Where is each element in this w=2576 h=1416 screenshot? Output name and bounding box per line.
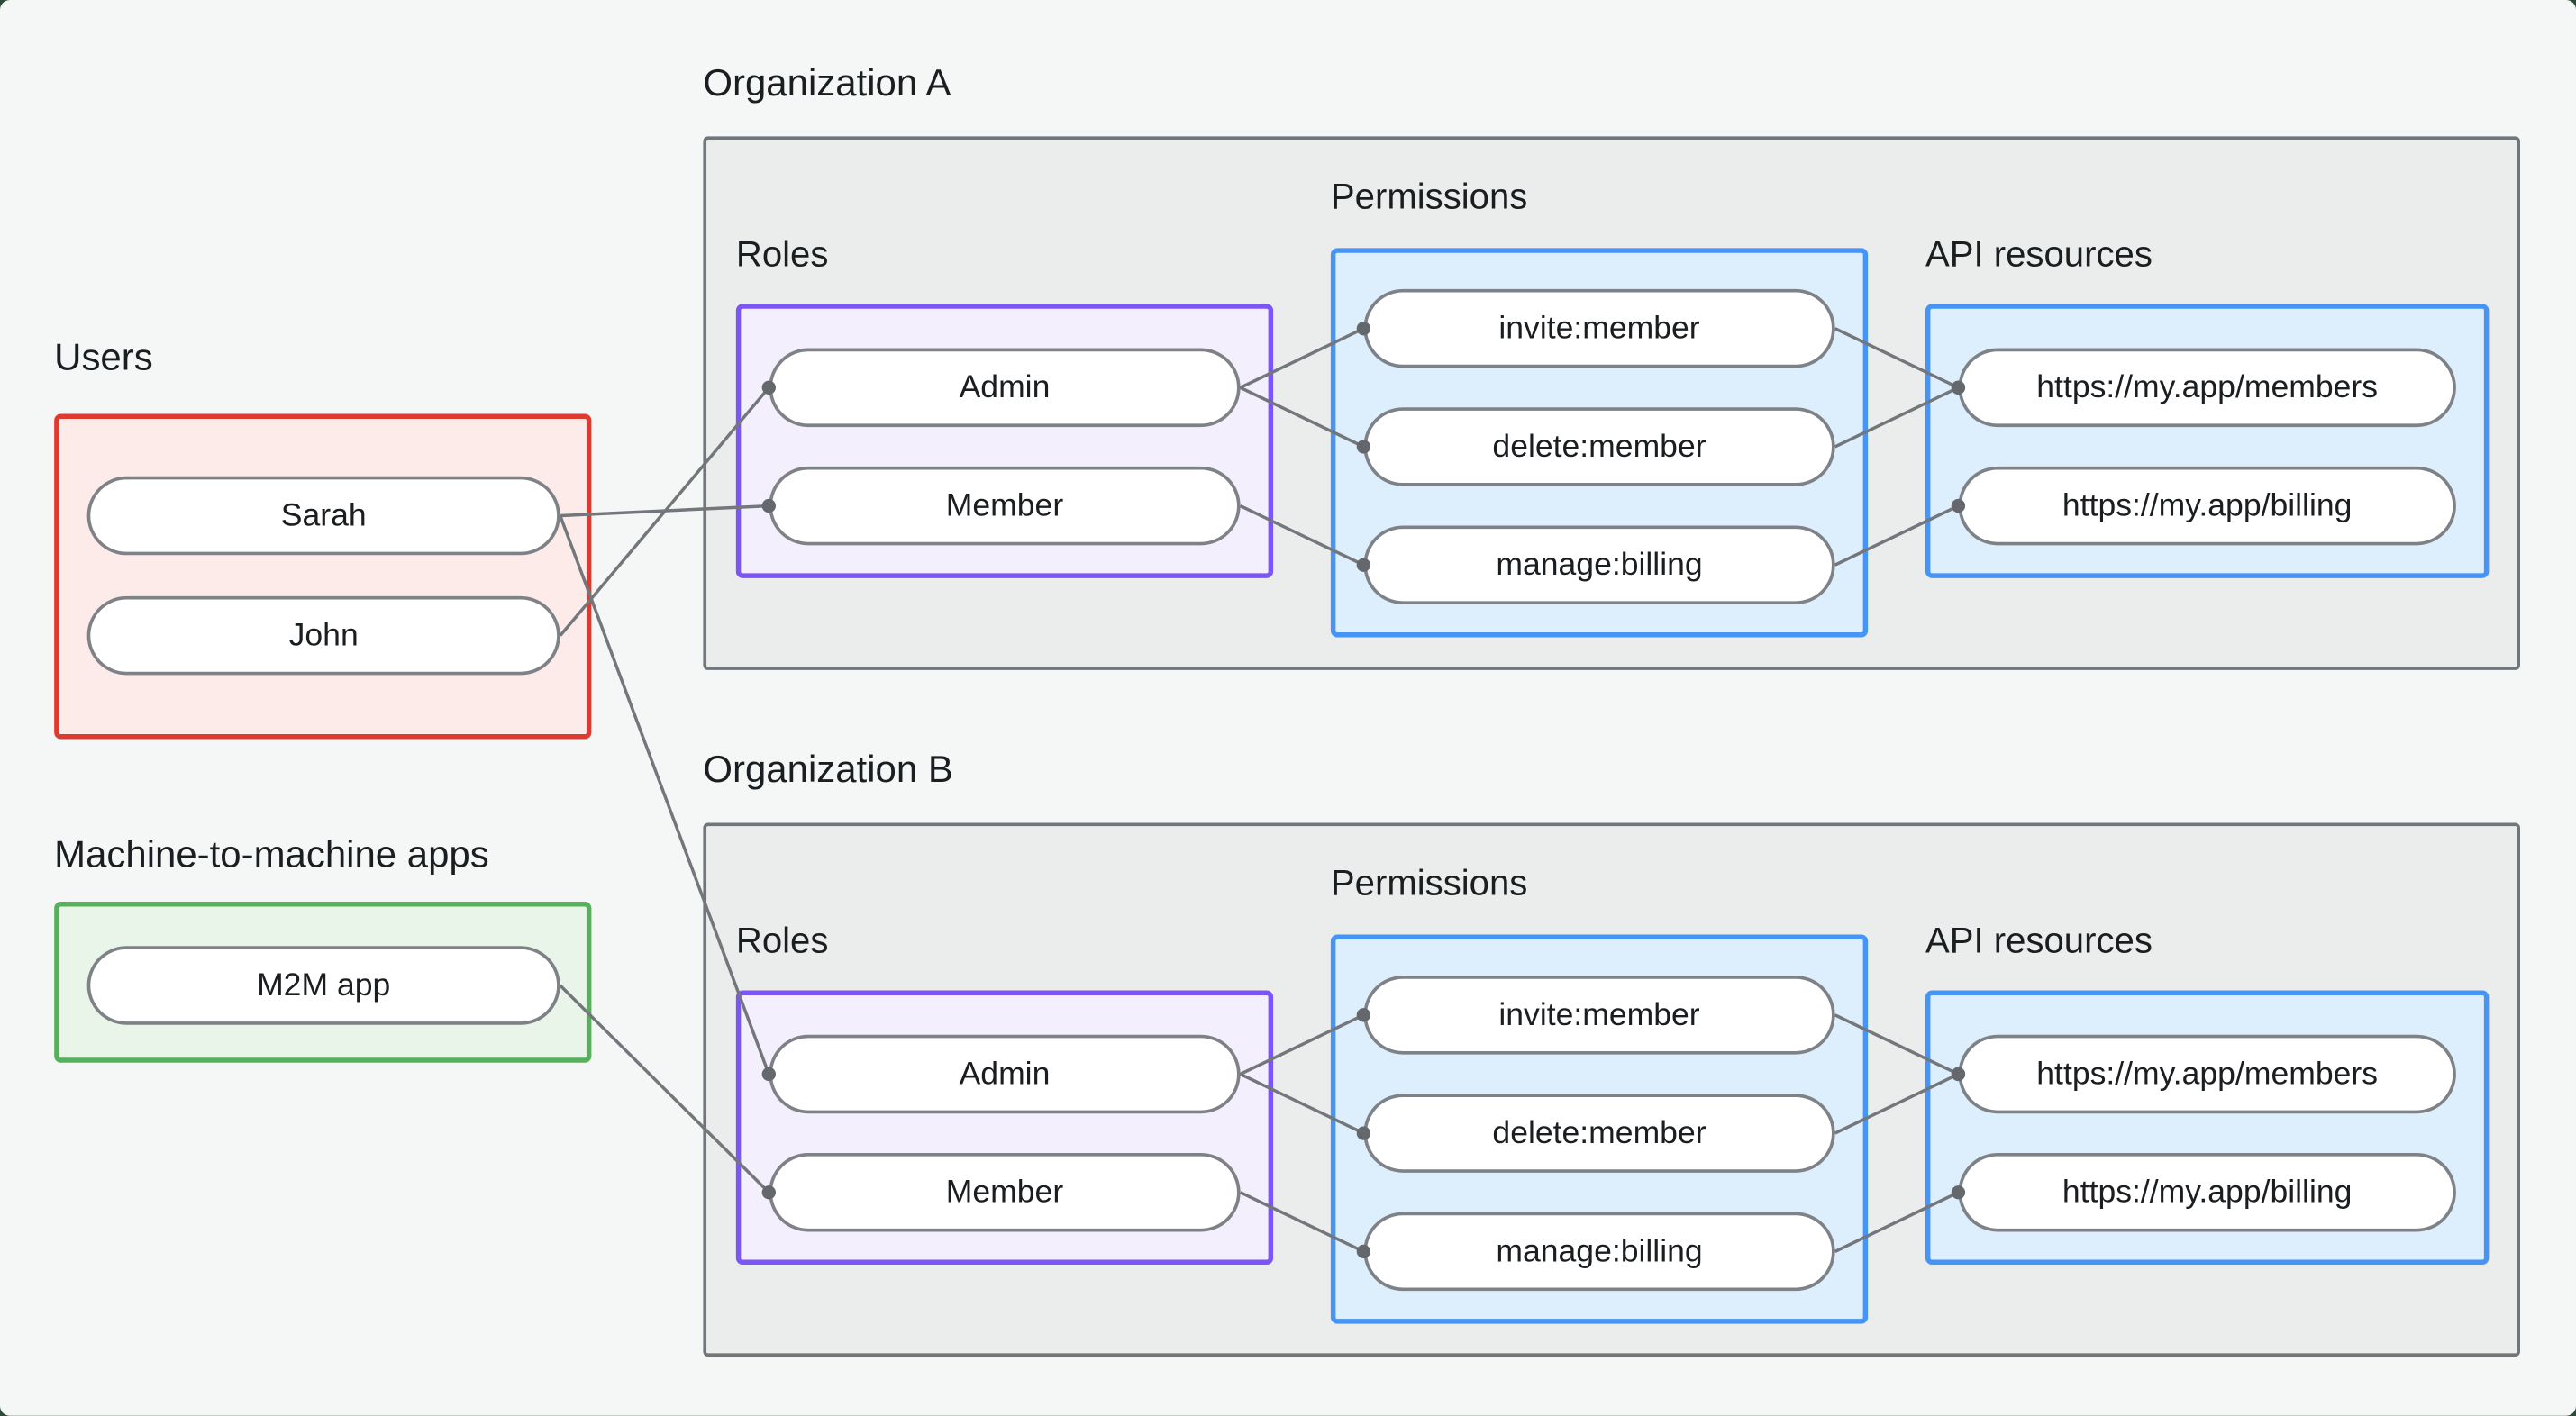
org-b-permissions-label: Permissions: [1330, 862, 1528, 903]
node-label: delete:member: [1492, 1114, 1707, 1151]
node-org-a-permission-billing: manage:billing: [1363, 525, 1835, 604]
node-user-sarah: Sarah: [86, 476, 560, 556]
org-b-api-label: API resources: [1925, 920, 2153, 961]
node-label: M2M app: [257, 967, 391, 1003]
node-org-b-api-members: https://my.app/members: [1958, 1034, 2456, 1114]
node-org-a-permission-invite: invite:member: [1363, 288, 1835, 368]
node-org-b-permission-billing: manage:billing: [1363, 1212, 1835, 1292]
node-label: Member: [945, 1173, 1064, 1210]
node-org-a-role-admin: Admin: [769, 348, 1241, 428]
node-label: invite:member: [1498, 995, 1700, 1032]
node-label: invite:member: [1498, 309, 1700, 346]
node-label: John: [288, 616, 359, 653]
node-label: https://my.app/billing: [2062, 1173, 2353, 1210]
node-label: Admin: [959, 368, 1051, 405]
users-group-label: Users: [54, 334, 153, 378]
node-org-b-role-member: Member: [769, 1152, 1241, 1232]
node-label: manage:billing: [1496, 546, 1703, 583]
org-b-label: Organization B: [703, 747, 953, 791]
node-org-a-api-members: https://my.app/members: [1958, 348, 2456, 428]
node-org-a-permission-delete: delete:member: [1363, 407, 1835, 486]
node-org-b-permission-delete: delete:member: [1363, 1094, 1835, 1173]
node-label: https://my.app/members: [2036, 1055, 2379, 1092]
org-b-roles-label: Roles: [735, 920, 829, 961]
node-user-john: John: [86, 595, 560, 676]
node-org-a-role-member: Member: [769, 466, 1241, 546]
node-org-b-api-billing: https://my.app/billing: [1958, 1152, 2456, 1232]
node-label: Admin: [959, 1055, 1051, 1092]
node-org-b-role-admin: Admin: [769, 1034, 1241, 1114]
users-group-box: [54, 413, 592, 740]
node-org-a-api-billing: https://my.app/billing: [1958, 466, 2456, 546]
org-a-label: Organization A: [703, 60, 951, 104]
m2m-group-label: Machine-to-machine apps: [54, 832, 489, 876]
node-label: delete:member: [1492, 427, 1707, 465]
node-label: Sarah: [280, 496, 367, 533]
node-label: https://my.app/members: [2036, 368, 2379, 405]
org-a-permissions-label: Permissions: [1330, 176, 1528, 217]
org-a-api-label: API resources: [1925, 232, 2153, 275]
node-label: Member: [945, 486, 1064, 523]
node-org-b-permission-invite: invite:member: [1363, 976, 1835, 1055]
node-label: manage:billing: [1496, 1232, 1703, 1269]
org-a-roles-label: Roles: [735, 232, 829, 275]
node-m2m-app: M2M app: [86, 946, 560, 1025]
node-label: https://my.app/billing: [2062, 486, 2353, 523]
